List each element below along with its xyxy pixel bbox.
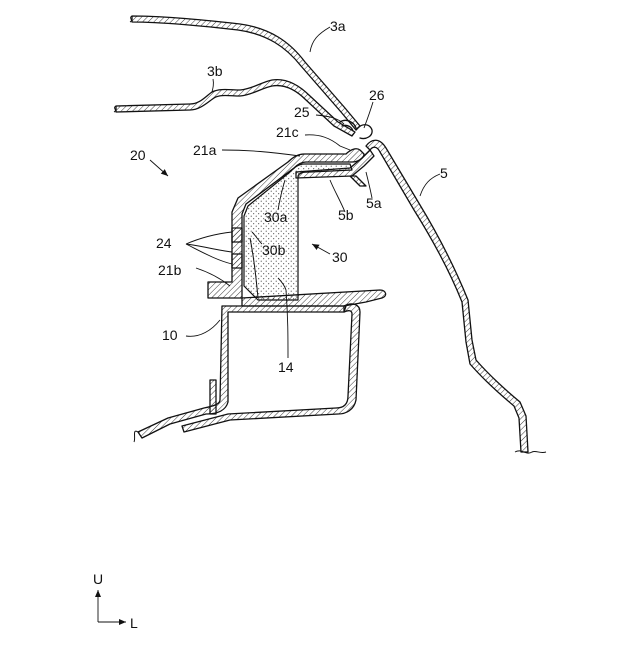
- label-30a: 30a: [264, 209, 288, 225]
- leader-3a: [310, 27, 330, 52]
- leader-10: [186, 320, 220, 336]
- pillar-5: [366, 140, 528, 452]
- arrow-30: [312, 244, 330, 254]
- label-20: 20: [130, 147, 146, 163]
- rib-24-upper: [232, 228, 242, 242]
- label-21a: 21a: [193, 142, 217, 158]
- label-5b: 5b: [338, 207, 354, 223]
- label-30b: 30b: [262, 242, 286, 258]
- panel-3b: [116, 80, 355, 136]
- pillar-5-break: [515, 451, 546, 453]
- label-14: 14: [278, 359, 294, 375]
- axis-label-left: L: [130, 615, 138, 631]
- label-21c: 21c: [276, 124, 299, 140]
- arrow-20: [150, 160, 168, 176]
- leader-5: [420, 174, 440, 196]
- leader-26: [364, 102, 373, 128]
- member-10-break: [134, 431, 138, 442]
- axis-label-up: U: [93, 571, 103, 587]
- leader-21a: [222, 150, 300, 156]
- flange-5b-bend: [350, 176, 366, 186]
- label-24: 24: [156, 235, 172, 251]
- leader-3b: [212, 79, 213, 92]
- label-26: 26: [369, 87, 385, 103]
- label-3a: 3a: [330, 18, 346, 34]
- label-3b: 3b: [207, 63, 223, 79]
- label-5a: 5a: [366, 195, 382, 211]
- label-25: 25: [294, 104, 310, 120]
- label-5: 5: [440, 165, 448, 181]
- leader-21c: [305, 135, 350, 150]
- rib-24-lower: [232, 254, 242, 268]
- label-10: 10: [162, 327, 178, 343]
- leader-24-c: [186, 244, 232, 264]
- label-30: 30: [332, 249, 348, 265]
- leader-24-a: [186, 232, 232, 244]
- label-21b: 21b: [158, 262, 182, 278]
- member-10-lip: [210, 380, 216, 414]
